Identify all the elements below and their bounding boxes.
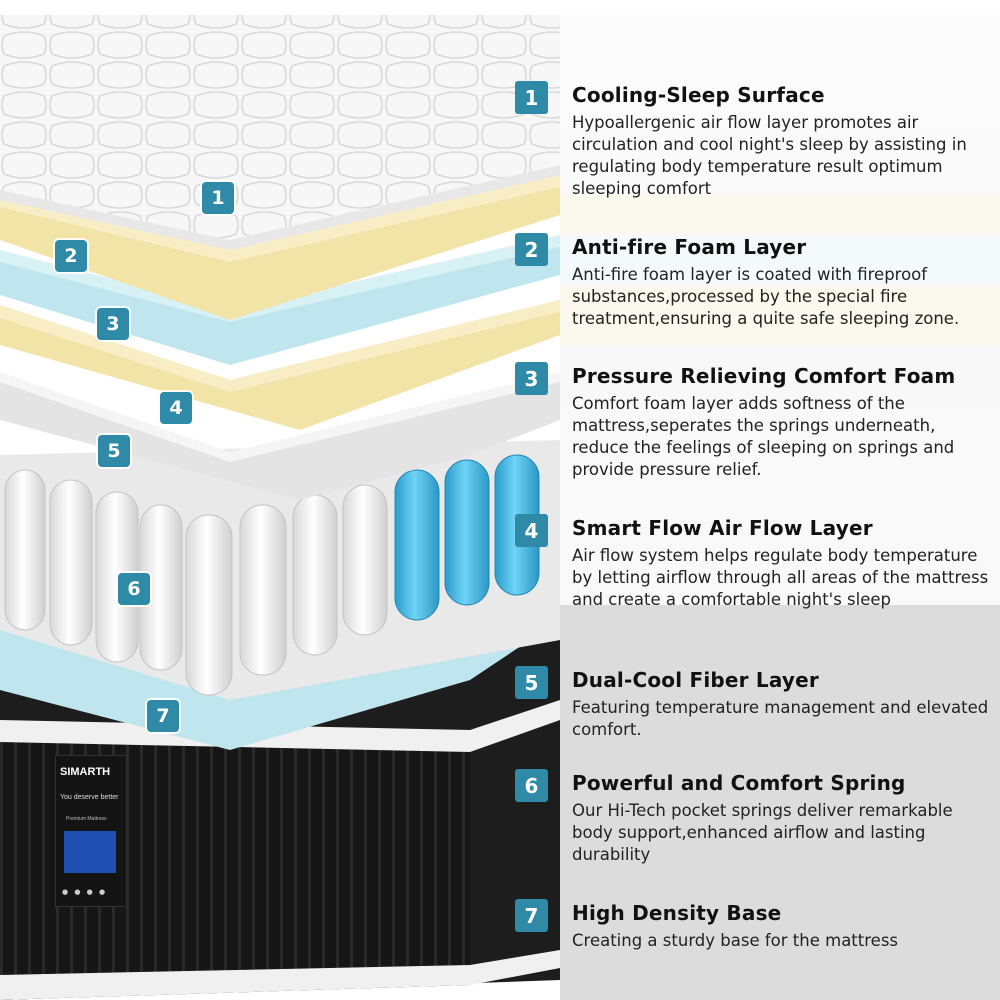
layer-badge-4: 4 bbox=[160, 392, 192, 424]
feature-title: Cooling-Sleep Surface bbox=[572, 83, 825, 107]
feature-number: 6 bbox=[515, 769, 548, 802]
feature-description: Comfort foam layer adds softness of the … bbox=[572, 394, 955, 479]
feature-description: Anti-fire foam layer is coated with fire… bbox=[572, 265, 960, 328]
layer-badge-3: 3 bbox=[97, 308, 129, 340]
label-icons: ● ● ● ● bbox=[62, 888, 108, 896]
product-label: SIMARTH You deserve better Premium Mattr… bbox=[55, 755, 127, 907]
feature-title: Powerful and Comfort Spring bbox=[572, 771, 906, 795]
layer-1-shape bbox=[0, 15, 560, 240]
feature-number: 1 bbox=[515, 81, 548, 114]
feature-number: 7 bbox=[515, 899, 548, 932]
feature-title: Smart Flow Air Flow Layer bbox=[572, 516, 873, 540]
feature-description: Our Hi-Tech pocket springs deliver remar… bbox=[572, 801, 953, 864]
background-mattress bbox=[560, 15, 1000, 1000]
layer-badge-2: 2 bbox=[55, 240, 87, 272]
feature-title: High Density Base bbox=[572, 901, 782, 925]
feature-title: Dual-Cool Fiber Layer bbox=[572, 668, 819, 692]
brand-name: SIMARTH bbox=[60, 766, 111, 778]
spring-layer bbox=[0, 440, 560, 700]
layer-badge-5: 5 bbox=[98, 435, 130, 467]
layer-badge-6: 6 bbox=[118, 573, 150, 605]
feature-number: 3 bbox=[515, 362, 548, 395]
feature-number: 5 bbox=[515, 666, 548, 699]
layer-7-shape bbox=[0, 600, 560, 750]
layer-badge-1: 1 bbox=[202, 182, 234, 214]
feature-number: 4 bbox=[515, 514, 548, 547]
feature-description: Featuring temperature management and ele… bbox=[572, 698, 989, 739]
feature-title: Pressure Relieving Comfort Foam bbox=[572, 364, 956, 388]
layer-badge-7: 7 bbox=[147, 700, 179, 732]
feature-number: 2 bbox=[515, 233, 548, 266]
brand-subtitle: Premium Mattress bbox=[66, 816, 107, 822]
feature-description: Air flow system helps regulate body temp… bbox=[572, 546, 989, 609]
feature-description: Creating a sturdy base for the mattress bbox=[572, 931, 899, 950]
brand-tagline: You deserve better bbox=[60, 794, 119, 801]
feature-title: Anti-fire Foam Layer bbox=[572, 235, 807, 259]
feature-description: Hypoallergenic air flow layer promotes a… bbox=[572, 113, 967, 198]
layer-4-shape bbox=[0, 300, 560, 430]
mattress-logo-icon bbox=[64, 831, 116, 873]
